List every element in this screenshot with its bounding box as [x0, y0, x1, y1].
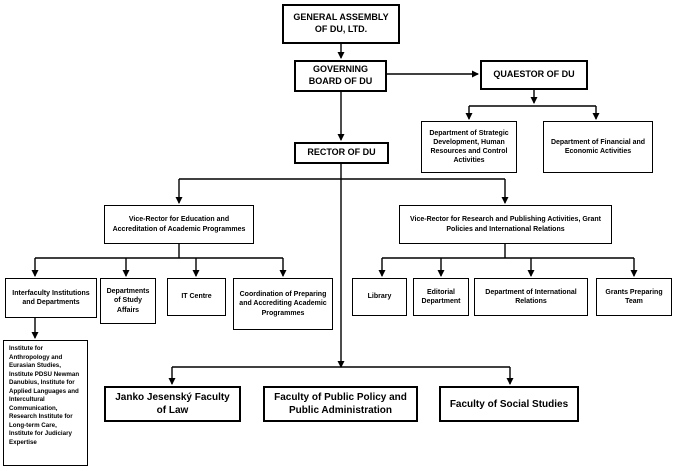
- node-vr-education: Vice-Rector for Education and Accreditat…: [104, 205, 254, 244]
- node-quaestor: QUAESTOR OF DU: [480, 60, 588, 90]
- node-vr-research: Vice-Rector for Research and Publishing …: [399, 205, 612, 244]
- node-dept-financial: Department of Financial and Economic Act…: [543, 121, 653, 173]
- node-editorial: Editorial Department: [413, 278, 469, 316]
- node-grants: Grants Preparing Team: [596, 278, 672, 316]
- node-international: Department of International Relations: [474, 278, 588, 316]
- node-dept-strategic: Department of Strategic Development, Hum…: [421, 121, 517, 173]
- node-faculty-social: Faculty of Social Studies: [439, 386, 579, 422]
- node-study-affairs: Departments of Study Affairs: [100, 278, 156, 324]
- node-library: Library: [352, 278, 407, 316]
- node-general-assembly: GENERAL ASSEMBLY OF DU, LTD.: [282, 4, 400, 44]
- node-governing-board: GOVERNING BOARD OF DU: [294, 60, 387, 92]
- node-it-centre: IT Centre: [167, 278, 226, 316]
- node-rector: RECTOR OF DU: [294, 142, 389, 164]
- node-faculty-law: Janko Jesenský Faculty of Law: [104, 386, 241, 422]
- node-faculty-policy: Faculty of Public Policy and Public Admi…: [263, 386, 418, 422]
- node-coordination: Coordination of Preparing and Accreditin…: [233, 278, 333, 330]
- node-institutes: Institute for Anthropology and Eurasian …: [3, 340, 88, 466]
- node-interfaculty: Interfaculty Institutions and Department…: [5, 278, 97, 318]
